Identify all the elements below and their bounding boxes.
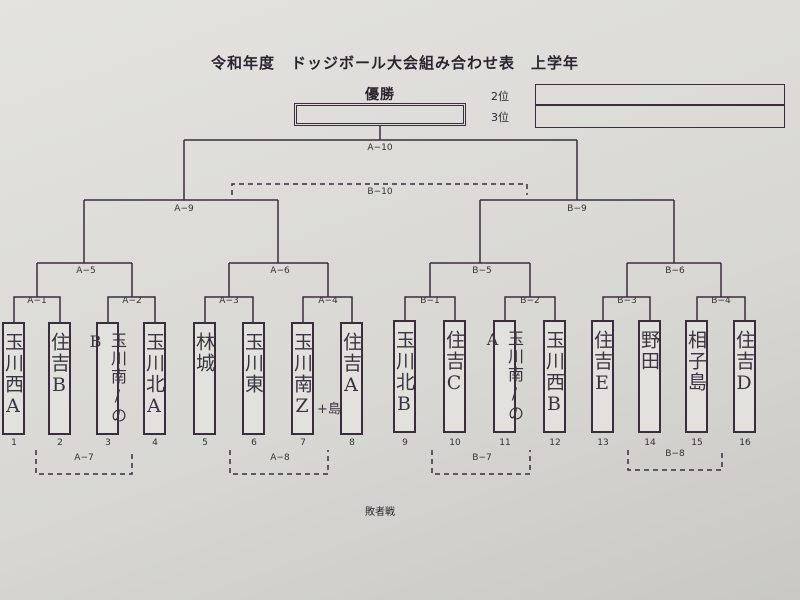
match-a3: A−3 [219, 296, 239, 306]
team-name: 玉川南/のB [86, 332, 127, 425]
team-name: 玉川西B [543, 330, 565, 417]
team-name: 相子島 [685, 330, 707, 393]
champion-box [294, 103, 466, 126]
team-number: 1 [11, 438, 17, 448]
team-number: 14 [644, 438, 656, 448]
match-a10: A−10 [367, 143, 393, 153]
round3-lines [84, 140, 674, 201]
match-b3: B−3 [617, 296, 637, 306]
team-number: 2 [57, 438, 63, 448]
second-label: 2位 [491, 90, 509, 103]
round1-lines [13, 263, 746, 322]
match-a1: A−1 [27, 296, 47, 306]
team-box: 玉川東 [242, 322, 265, 435]
team-number: 7 [300, 438, 306, 448]
team-box: 林城 [193, 322, 216, 435]
match-a6: A−6 [270, 266, 290, 276]
team-box: 玉川西B [543, 320, 566, 433]
third-box [535, 105, 785, 128]
match-b7: B−7 [472, 453, 492, 463]
team-box: 玉川北A [143, 322, 166, 435]
team-name: 玉川南/のA [483, 330, 524, 423]
team-name: 住吉C [443, 330, 465, 396]
round2-lines [37, 200, 721, 264]
page-title: 令和年度 ドッジボール大会組み合わせ表 上学年 [210, 54, 580, 72]
match-a8: A−8 [270, 453, 290, 463]
team-number: 5 [202, 438, 208, 448]
team-box: 住吉A [340, 322, 363, 435]
team-name: 住吉D [733, 330, 755, 396]
team-box: 住吉D [733, 320, 756, 433]
match-b4: B−4 [711, 296, 731, 306]
match-a4: A−4 [318, 296, 338, 306]
losers-lines [35, 183, 723, 475]
team-box: 玉川西A [2, 322, 25, 435]
team-number: 15 [691, 438, 703, 448]
team-number: 9 [402, 438, 408, 448]
team-number: 3 [105, 438, 111, 448]
team-number: 4 [152, 438, 158, 448]
team7-note: +島 [317, 402, 341, 417]
team-name: 林城 [193, 332, 215, 374]
match-b2: B−2 [520, 296, 540, 306]
team-name: 住吉A [340, 332, 362, 398]
third-label: 3位 [491, 111, 509, 124]
team-box: 玉川南/のA [483, 320, 524, 433]
match-a2: A−2 [122, 296, 142, 306]
team-name: 住吉E [591, 330, 613, 396]
team-number: 8 [349, 438, 355, 448]
team-number: 10 [449, 438, 461, 448]
team-box: 住吉E [591, 320, 614, 433]
match-b1: B−1 [420, 296, 440, 306]
team-name: 玉川北B [393, 330, 415, 417]
team-name: 玉川東 [242, 332, 264, 395]
team-box: 玉川南/のB [86, 322, 127, 435]
team-name: 玉川南Z [291, 332, 313, 419]
team-number: 13 [597, 438, 609, 448]
match-a5: A−5 [76, 266, 96, 276]
match-b6: B−6 [665, 266, 685, 276]
team-number: 12 [549, 438, 561, 448]
team-box: 玉川北B [393, 320, 416, 433]
team-box: 相子島 [685, 320, 708, 433]
team-name: 玉川西A [2, 332, 24, 419]
second-box [535, 84, 785, 105]
match-a9: A−9 [174, 204, 194, 214]
match-b8: B−8 [665, 449, 685, 459]
team-box: 住吉C [443, 320, 466, 433]
final-line [184, 126, 577, 141]
team-number: 11 [499, 438, 511, 448]
team-name: 玉川北A [143, 332, 165, 419]
losers-bracket-label: 敗者戦 [365, 507, 395, 518]
team-number: 6 [251, 438, 257, 448]
match-b10: B−10 [367, 187, 393, 197]
match-b5: B−5 [472, 266, 492, 276]
match-b9: B−9 [567, 204, 587, 214]
team-box: 玉川南Z [291, 322, 314, 435]
champion-label: 優勝 [365, 87, 395, 103]
team-box: 住吉B [48, 322, 71, 435]
team-name: 野田 [638, 330, 660, 372]
team-name: 住吉B [48, 332, 70, 398]
match-a7: A−7 [74, 453, 94, 463]
team-box: 野田 [638, 320, 661, 433]
team-number: 16 [739, 438, 751, 448]
